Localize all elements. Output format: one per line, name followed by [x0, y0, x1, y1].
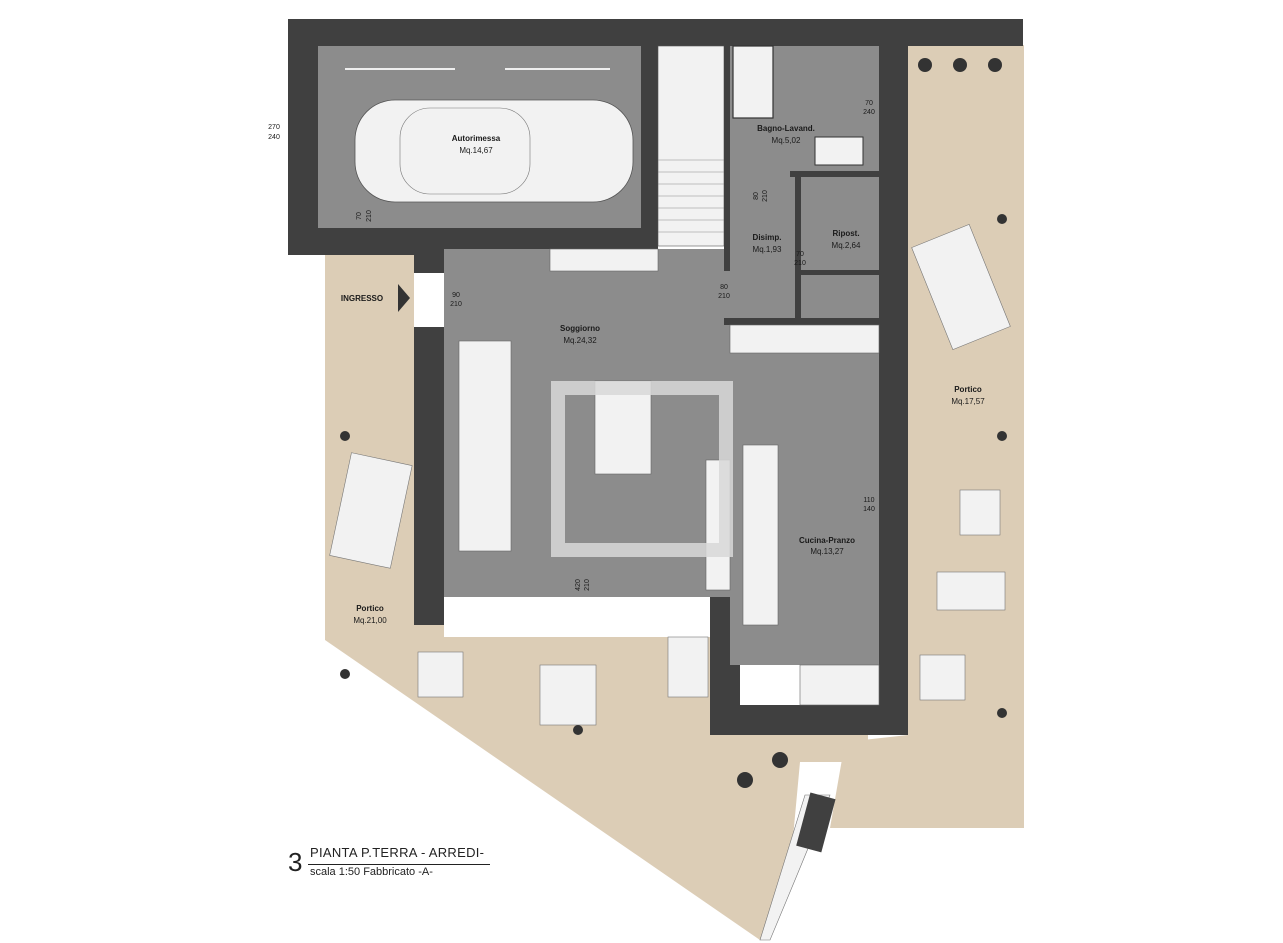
dim-bath-door-w: 80: [753, 192, 760, 200]
dim-storage-door-h: 210: [794, 260, 806, 267]
room-name-kitchen: Cucina-Pranzo: [799, 536, 855, 545]
room-area-kitchen: Mq.13,27: [810, 547, 844, 556]
room-area-bath: Mq.5,02: [772, 136, 801, 145]
room-name-portico-left: Portico: [356, 604, 384, 613]
kitchen-counter-top: [729, 324, 880, 354]
room-name-storage: Ripost.: [832, 229, 859, 238]
shower: [732, 45, 774, 119]
room-name-portico-right: Portico: [954, 385, 982, 394]
column-icon: [340, 214, 1007, 735]
wall-storage-left: [795, 171, 801, 321]
wall-left-living: [414, 327, 444, 625]
wall-bath-left: [724, 46, 730, 271]
wall-garage-right: [641, 19, 658, 249]
dim-garage-window-w: 270: [268, 124, 280, 131]
stair: [657, 45, 725, 247]
dim-living-door-w: 80: [720, 284, 728, 291]
wall-hall-bottom: [724, 318, 879, 325]
shelf-top: [549, 248, 659, 272]
entrance-arrow-icon: [398, 284, 410, 312]
room-area-portico-right: Mq.17,57: [951, 397, 985, 406]
dim-kitchen-window-w: 110: [863, 497, 874, 504]
dim-entrance-door-h: 210: [450, 301, 462, 308]
dining-table: [594, 380, 652, 475]
entrance-label: INGRESSO: [341, 294, 383, 303]
wall-right: [879, 19, 908, 735]
plant-icon: [737, 58, 1002, 788]
wall-bath-bottom: [790, 171, 879, 177]
kitchen-island: [742, 444, 779, 626]
room-area-hall: Mq.1,93: [753, 245, 782, 254]
hall-floor: [728, 176, 798, 321]
car-icon: [354, 99, 634, 203]
dim-bath-door-h: 210: [762, 190, 769, 202]
dim-kitchen-window-h: 140: [863, 506, 875, 513]
wall-storage-mid: [795, 270, 879, 275]
gate-post: [796, 792, 836, 853]
dim-bath-window-w: 70: [865, 100, 873, 107]
storage-floor: [800, 176, 879, 321]
room-name-living: Soggiorno: [560, 324, 600, 333]
title-number: 3: [288, 847, 303, 877]
room-area-portico-left: Mq.21,00: [353, 616, 387, 625]
outdoor-armchair-2: [667, 636, 709, 698]
kitchen-counter-bottom: [799, 664, 880, 706]
outdoor-armchair-4: [919, 654, 966, 701]
outdoor-coffee-table: [936, 571, 1006, 611]
title-underline: [308, 864, 490, 865]
dim-living-glass-w: 420: [575, 579, 582, 591]
room-name-bath: Bagno-Lavand.: [757, 124, 815, 133]
outdoor-table: [539, 664, 597, 726]
lounger-left: [329, 452, 413, 569]
dim-bath-window-h: 240: [863, 109, 875, 116]
portico-left-area: [325, 253, 868, 940]
title-block: 3 PIANTA P.TERRA - ARREDI- scala 1:50 Fa…: [288, 843, 498, 883]
washbasin: [814, 136, 864, 166]
title-main: PIANTA P.TERRA - ARREDI-: [310, 845, 485, 860]
dim-storage-door-w: 70: [796, 251, 804, 258]
title-sub: scala 1:50 Fabbricato -A-: [310, 866, 433, 878]
room-name-garage: Autorimessa: [452, 134, 501, 143]
outdoor-armchair-1: [417, 651, 464, 698]
room-area-living: Mq.24,32: [563, 336, 597, 345]
room-area-garage: Mq.14,67: [459, 146, 493, 155]
dim-entrance-door-w: 90: [452, 292, 460, 299]
sofa: [458, 340, 512, 552]
dim-living-door-h: 210: [718, 293, 730, 300]
dim-garage-window-h: 240: [268, 134, 280, 141]
wall-garage-left: [288, 19, 318, 255]
wall-left-living-top: [414, 253, 444, 273]
outdoor-armchair-3: [959, 489, 1001, 536]
room-name-hall: Disimp.: [753, 233, 782, 242]
watermark-logo: [551, 381, 733, 557]
wall-kitchen-bottom: [710, 705, 908, 735]
dim-living-glass-h: 210: [584, 579, 591, 591]
room-area-storage: Mq.2,64: [832, 241, 861, 250]
dim-garage-door-w: 70: [356, 212, 363, 220]
dim-garage-door-h: 210: [366, 210, 373, 222]
lounger-right: [911, 224, 1011, 350]
